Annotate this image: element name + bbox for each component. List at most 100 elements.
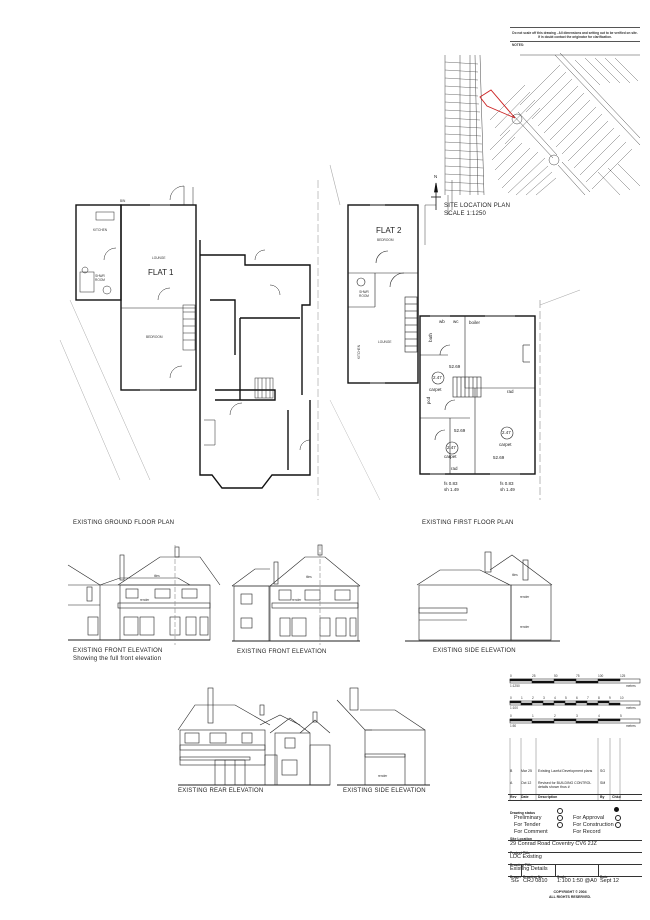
drawing-status-label: Drawing status [510,811,536,815]
drawn-value: SG [511,878,519,884]
flat-2-label: FLAT 2 [376,226,402,235]
front-elevation-full-title: EXISTING FRONT ELEVATION [73,648,163,654]
copyright-text: COPYRIGHT © 2004 [553,890,587,894]
scale-1250-t5: 125 [620,674,626,678]
scale-100-t3: 3 [543,696,545,700]
date-header: Date [521,795,529,799]
rev-b-by: SG [600,769,606,773]
front-elevation-title: EXISTING FRONT ELEVATION [237,649,327,655]
level-1: 52.69 [449,364,461,369]
ceiling-2: 2.47 [447,445,456,450]
scale-50-t0: 0 [510,714,512,718]
scale-50-t1: 1 [532,714,534,718]
project-title-value: LDC Existing [510,854,542,860]
rev-b-description: Existing Lawful Development plans [538,769,593,773]
scale-1250-t2: 50 [554,674,558,678]
scale-value: 1:100 1:50 @A0 [557,878,597,884]
status-for-approval: For Approval [573,815,605,821]
rev-a-description: Revised for BUILDING CONTROL details sho… [538,781,592,789]
status-for-comment: For Comment [514,829,548,835]
scale-100-t0: 0 [510,696,512,700]
status-for-construction: For Construction [573,822,614,828]
scale-1250-t0: 0 [510,674,512,678]
scale-50-t4: 4 [598,714,600,718]
carpet-3: carpet [499,442,512,447]
boiler-label: boiler [469,320,481,325]
status-for-approval-radio [614,807,619,812]
tag-render-1: render [140,598,150,602]
project-title-label: Project Title [510,851,530,855]
scale-50-t5: 5 [620,714,622,718]
side-elevation-title-1: EXISTING SIDE ELEVATION [433,648,516,654]
status-for-record: For Record [573,829,601,835]
scale-1250-t4: 100 [598,674,604,678]
flat-1-label: FLAT 1 [148,268,174,277]
status-for-construction-radio [615,815,621,821]
front-elevation-full-subtitle: Showing the full front elevation [73,656,162,662]
drawing-title-label: Drawing Title [510,863,532,867]
scale-label: Scale [557,875,567,879]
by-header: By [600,795,605,799]
site-location-label: Site Location [510,837,532,841]
rev-header: Rev [510,795,517,799]
tag-tiles-1: tiles [154,574,160,578]
scale-100-t2: 2 [532,696,534,700]
drawing-no-label: Drawing No [523,875,543,879]
north-label: N [434,174,438,179]
side-elevation-title-2: EXISTING SIDE ELEVATION [343,788,426,794]
drawing-no-value: CRJ 0810 [523,878,548,884]
tag-render-3: render [520,595,530,599]
scale-50-ratio: 1:50 [510,724,517,728]
tag-render-4: render [520,625,530,629]
rights-text: ALL RIGHTS RESERVED. [548,895,592,899]
ceiling-1: 2.47 [433,375,442,380]
window-right-fs: fs 0.83 [500,481,514,486]
carpet-1: carpet [429,387,442,392]
tag-tiles-3: tiles [512,573,518,577]
drawing-title-value: Existing Details [510,866,548,872]
status-for-tender: For Tender [514,822,541,828]
window-left-sh: sh 1.49 [444,487,459,492]
scale-50-t2: 2 [554,714,556,718]
scale-1250-unit: metres [626,684,636,688]
ground-floor-title: EXISTING GROUND FLOOR PLAN [73,520,175,526]
ff-bedroom-label: BEDROOM [377,238,394,242]
scale-100-t10: 10 [620,696,624,700]
wb-label: wb [439,319,445,324]
scale-50-t3: 3 [576,714,578,718]
status-for-comment-radio [557,822,563,828]
shower-room-label: SHWR ROOM [95,274,105,282]
rad-2: rad [451,466,458,471]
disclaimer-text: Do not scale off this drawing - All dime… [512,31,638,39]
scale-100-t9: 9 [609,696,611,700]
status-for-record-radio [615,822,621,828]
status-for-tender-radio [557,815,563,821]
scale-100-t6: 6 [576,696,578,700]
scale-100-unit: metres [626,706,636,710]
rev-b-date: Mar 25 [521,769,532,773]
description-header: Description [538,795,558,799]
carpet-2: carpet [444,454,457,459]
rev-a-date: Oct 12 [521,781,532,785]
wc-label: wc [453,319,459,324]
level-3: 52.69 [493,455,505,460]
status-preliminary-radio [557,808,563,814]
scale-1250-ratio: 1:1250 [510,684,520,688]
tag-render-2: render [292,598,302,602]
tag-tiles-2: tiles [306,575,312,579]
ff-lounge-label: LOUNGE [378,340,392,344]
level-2: 52.69 [454,428,466,433]
site-boundary [479,89,516,119]
rad-1: rad [507,389,514,394]
ff-shower-label: SHWR ROOM [359,290,369,298]
rev-b: B [510,769,513,773]
bedroom-label: BEDROOM [146,335,163,339]
site-location-value: 29 Conrad Road Coventry CV6 2JZ [510,841,597,847]
ceiling-3: 2.47 [502,430,511,435]
first-floor-title: EXISTING FIRST FLOOR PLAN [422,520,514,526]
bin-label: BIN [120,199,126,203]
